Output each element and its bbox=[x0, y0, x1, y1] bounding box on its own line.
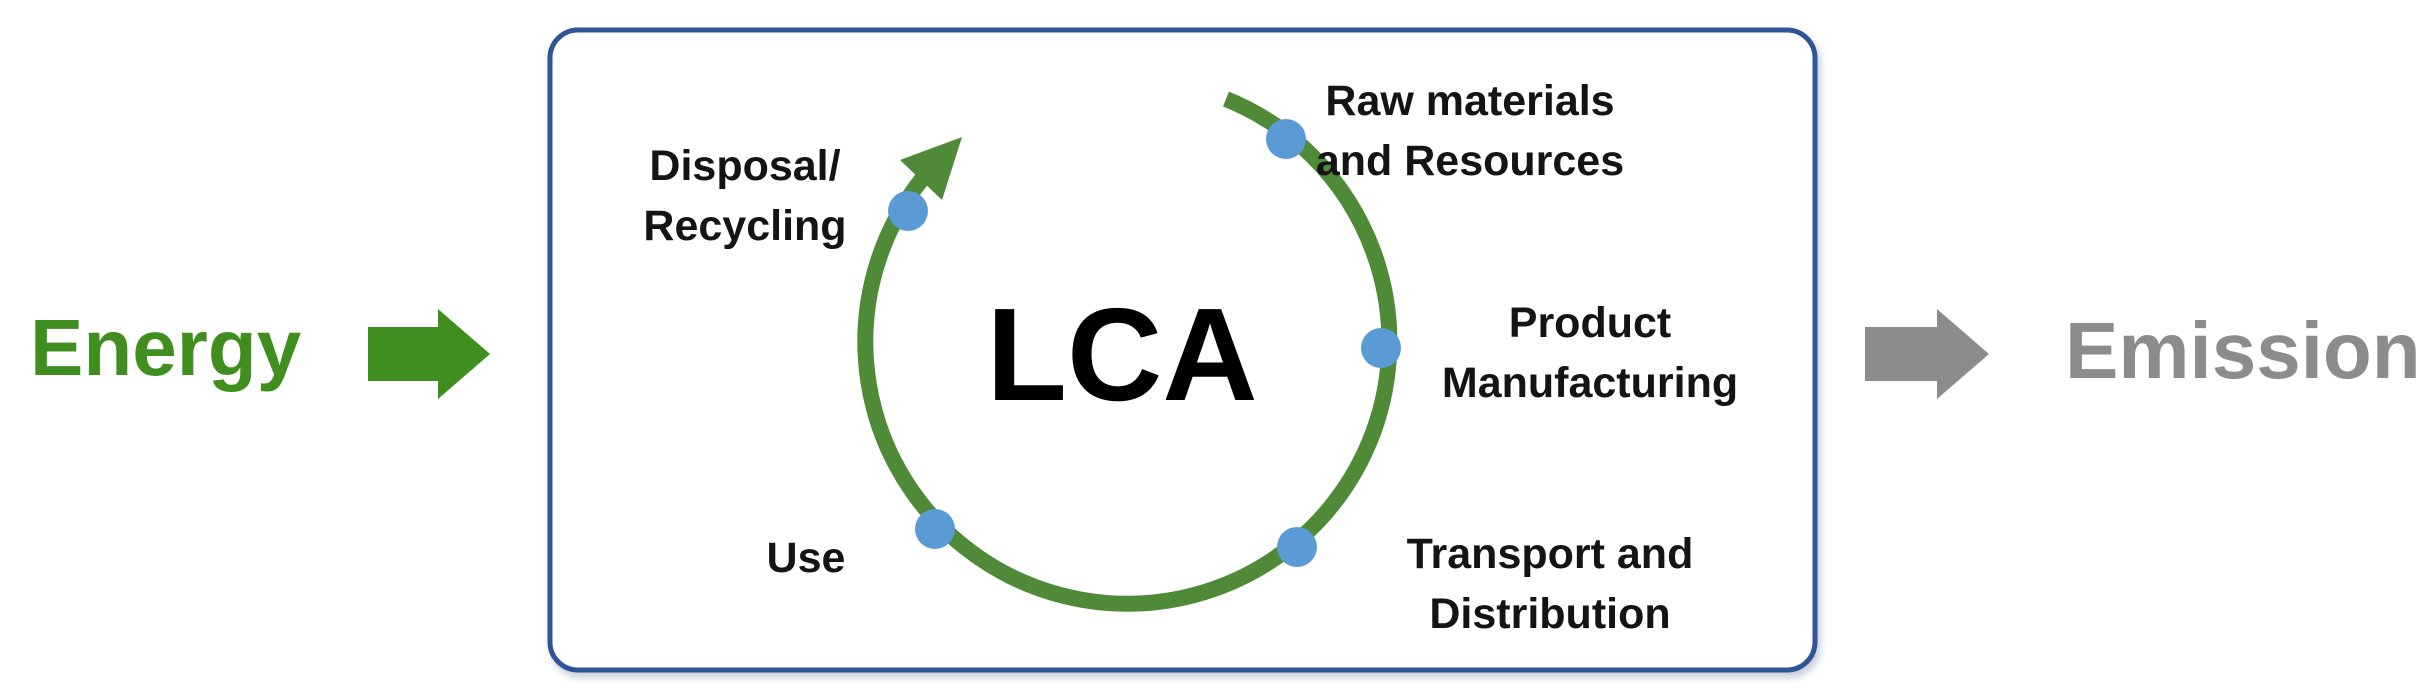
emission-arrow bbox=[1865, 309, 1989, 399]
stage-disposal-line2: Recycling bbox=[643, 202, 846, 250]
lca-center-label: LCA bbox=[986, 281, 1257, 428]
stage-product-line1: Product bbox=[1509, 299, 1671, 347]
stage-transport-line1: Transport and bbox=[1407, 530, 1694, 578]
energy-arrow bbox=[368, 309, 490, 399]
lca-frame bbox=[547, 27, 1818, 673]
energy-label: Energy bbox=[30, 303, 302, 392]
stage-product-line2: Manufacturing bbox=[1442, 359, 1738, 407]
stage-transport-line2: Distribution bbox=[1429, 590, 1670, 638]
stage-disposal-line1: Disposal/ bbox=[649, 142, 840, 190]
stage-use-label: Use bbox=[767, 534, 846, 582]
cycle-arrowhead bbox=[900, 137, 962, 200]
emission-label: Emission bbox=[2065, 306, 2421, 395]
node-disposal bbox=[888, 191, 928, 231]
node-transport bbox=[1277, 527, 1317, 567]
node-use bbox=[915, 509, 955, 549]
node-raw-materials bbox=[1266, 119, 1306, 159]
node-product-manufacturing bbox=[1361, 328, 1401, 368]
stage-raw-line2: and Resources bbox=[1316, 137, 1624, 185]
stage-raw-line1: Raw materials bbox=[1325, 77, 1614, 125]
lca-cycle-arc bbox=[857, 91, 1398, 612]
